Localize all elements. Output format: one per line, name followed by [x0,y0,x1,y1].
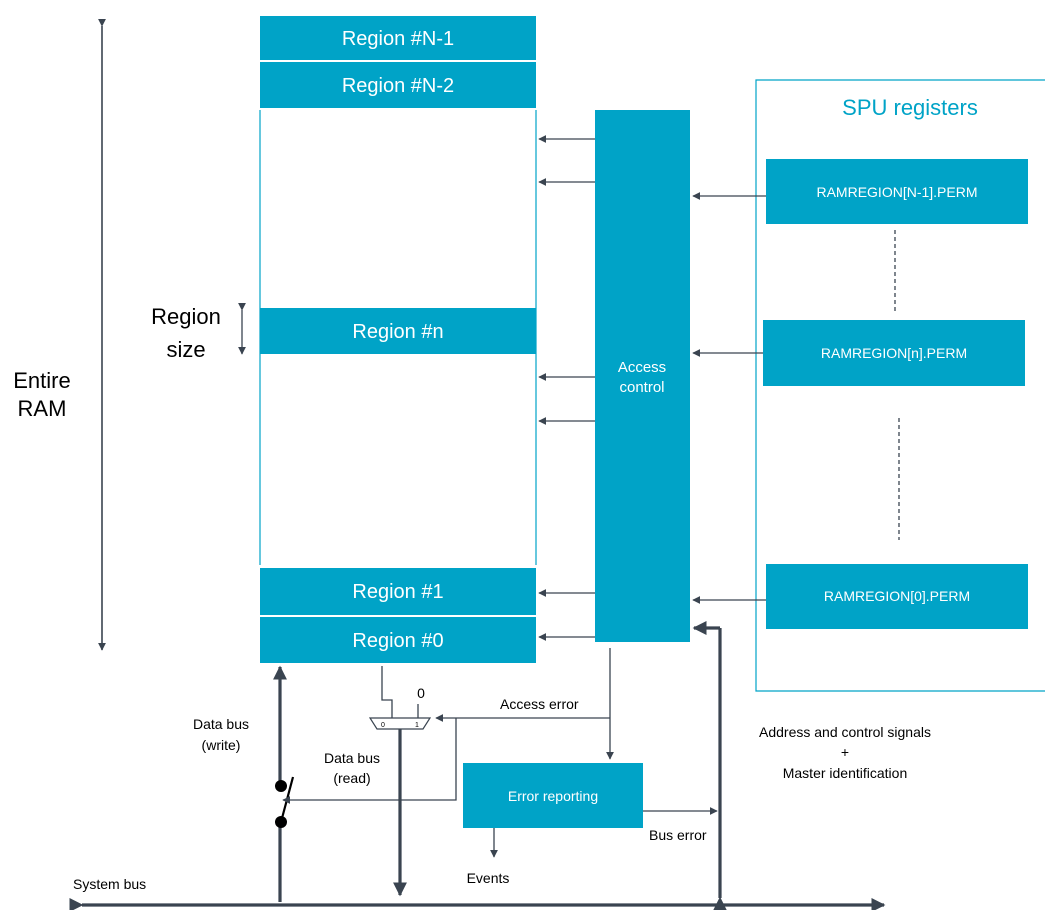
region-n: Region #n [260,308,536,354]
register-n-minus-1-label: RAMREGION[N-1].PERM [816,184,977,200]
spu-registers-title: SPU registers [842,95,978,120]
region-1: Region #1 [260,568,536,615]
region-0-label: Region #0 [352,630,443,652]
region-n-minus-2-label: Region #N-2 [342,75,454,97]
region-1-label: Region #1 [352,581,443,603]
entire-ram-label-2: RAM [18,396,67,421]
access-control-label-2: control [619,379,664,396]
region-n-minus-1-label: Region #N-1 [342,28,454,50]
read-data-mux: 0 1 [368,717,432,730]
access-error-label: Access error [500,696,579,712]
register-n-minus-1: RAMREGION[N-1].PERM [766,159,1028,224]
error-reporting-block: Error reporting [463,763,643,828]
data-bus-write-label: Data bus [193,716,249,732]
register-n: RAMREGION[n].PERM [763,320,1025,386]
region-n-minus-2: Region #N-2 [260,62,536,108]
ram-read-to-mux [381,666,393,718]
events-label: Events [467,870,510,886]
system-bus-label: System bus [73,876,146,892]
access-error-to-switch [282,718,457,804]
address-signals-plus: + [841,744,849,760]
data-bus-read-label: Data bus [324,750,380,766]
data-bus-read-label-2: (read) [333,770,370,786]
access-control-label: Access [618,359,666,376]
register-0: RAMREGION[0].PERM [766,564,1028,629]
entire-ram-label: Entire [13,368,70,393]
mux-input-1-label: 1 [415,722,419,729]
mux-input-0-label: 0 [381,722,385,729]
write-switch [275,776,295,828]
data-bus-write-label-2: (write) [202,737,241,753]
address-signals-label: Address and control signals [759,724,931,740]
region-n-label: Region #n [352,321,443,343]
region-size-label-2: size [166,337,205,362]
region-0: Region #0 [260,617,536,663]
master-identification-label: Master identification [783,765,908,781]
region-n-minus-1: Region #N-1 [260,16,536,60]
register-n-label: RAMREGION[n].PERM [821,345,967,361]
register-0-label: RAMREGION[0].PERM [824,588,970,604]
bus-error-label: Bus error [649,827,707,843]
spu-registers-outline [755,79,1045,692]
mux-zero-label: 0 [417,685,425,701]
access-control-block: Access control [595,110,690,642]
error-reporting-label: Error reporting [508,788,598,804]
region-size-label: Region [151,304,221,329]
